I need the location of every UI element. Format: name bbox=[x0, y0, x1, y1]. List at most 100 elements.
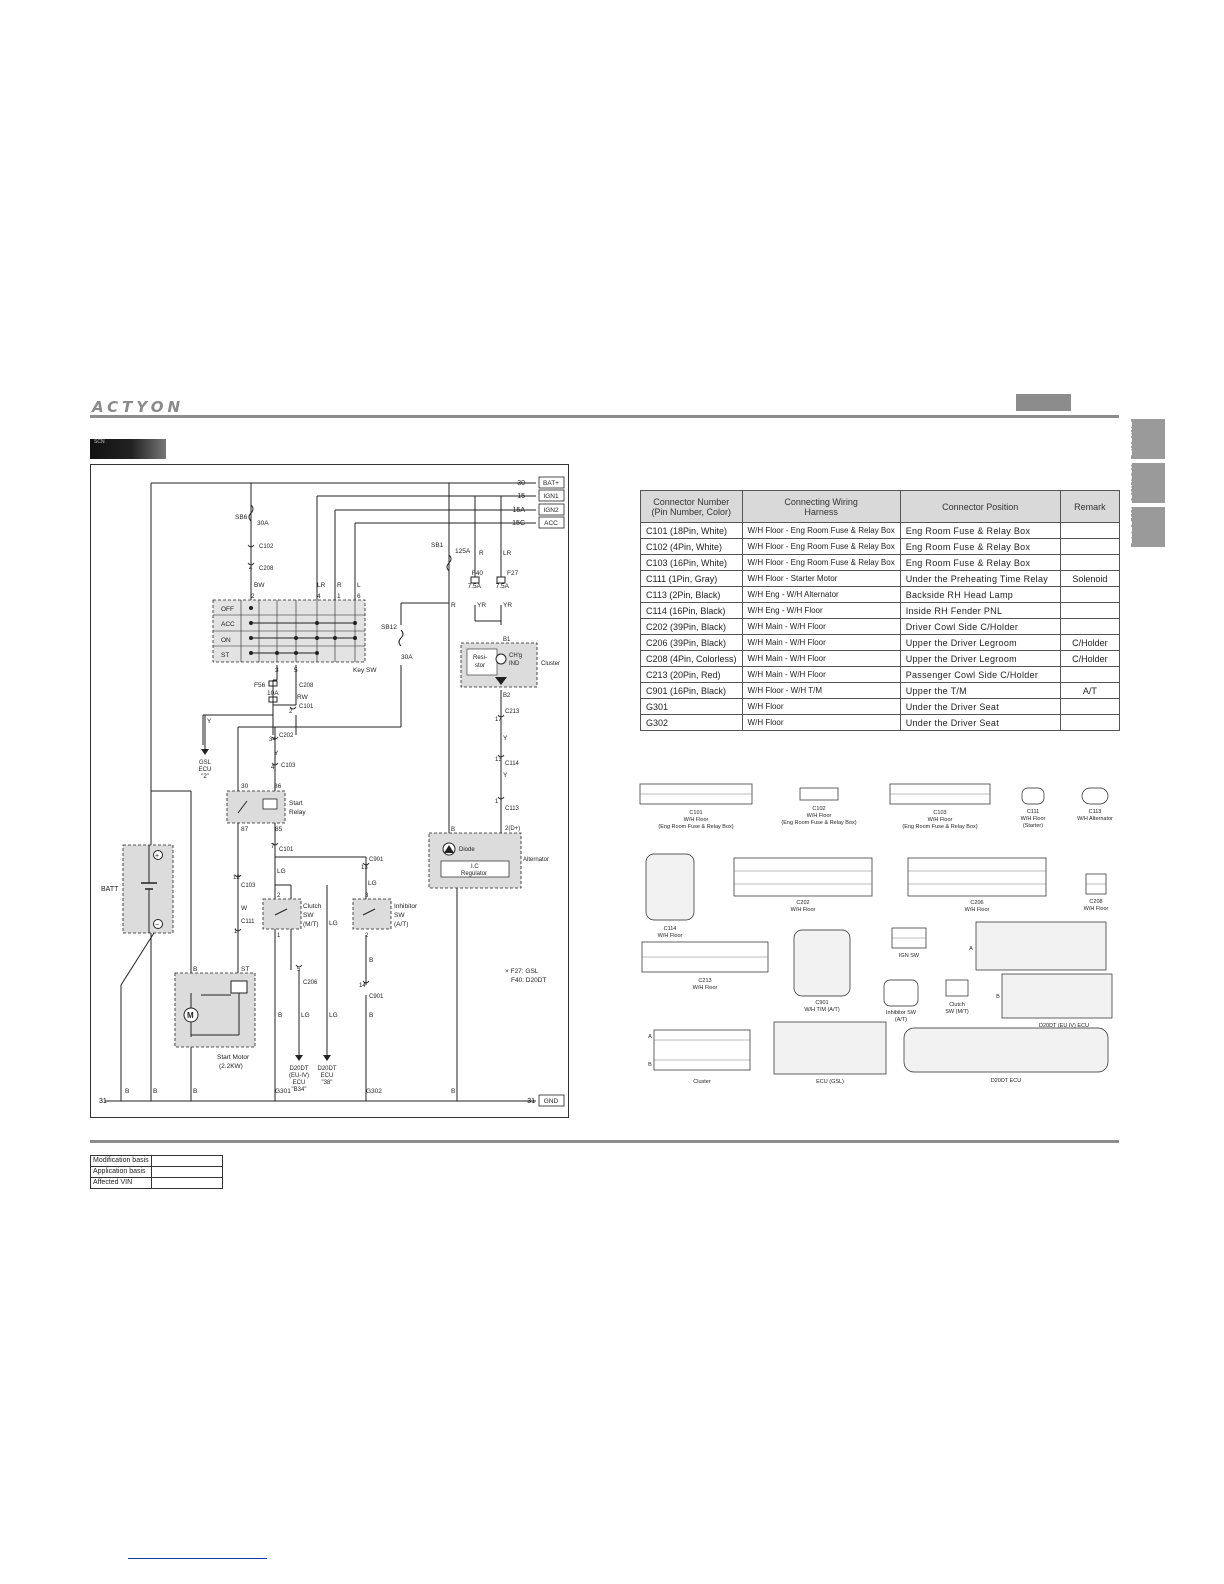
mod-label: Affected VIN bbox=[90, 1177, 152, 1189]
fuse-sb12: SB12 bbox=[381, 624, 397, 631]
start-motor-m: M bbox=[187, 1011, 194, 1020]
start-relay bbox=[226, 790, 286, 824]
pin-34: 34 bbox=[269, 737, 276, 743]
tab-electric[interactable]: ELECTRIC bbox=[1124, 499, 1165, 547]
conn-c901a: C901 bbox=[369, 857, 384, 863]
cell-position: Upper the Driver Legroom bbox=[899, 650, 1061, 667]
pin-2a: 2 bbox=[289, 709, 293, 715]
wire-yr-1: YR bbox=[477, 602, 486, 609]
tab-engine[interactable]: ENGINE bbox=[1124, 419, 1165, 459]
view-c113-2: W/H Alternator bbox=[1077, 816, 1113, 822]
view-c102-2: W/H Floor bbox=[807, 813, 832, 819]
view-c101-2: W/H Floor bbox=[684, 817, 709, 823]
mod-value bbox=[150, 1155, 223, 1167]
header-rule bbox=[90, 415, 1119, 418]
wire-y-2: Y bbox=[503, 772, 508, 779]
tab-electric-label: ELECTRIC bbox=[1124, 499, 1134, 544]
key-pin-5: 5 bbox=[294, 667, 298, 674]
pin-12: 12 bbox=[233, 875, 240, 881]
conn-c101a: C101 bbox=[299, 704, 314, 710]
cell-remark: A/T bbox=[1059, 682, 1121, 699]
cluster-wire-labels: R LR YR YR R Y Y bbox=[451, 550, 512, 779]
view-d20dt-eu4: D20DT (EU IV) ECU bbox=[1039, 1023, 1089, 1029]
table-row: C111 (1Pin, Gray)W/H Floor - Starter Mot… bbox=[640, 570, 1121, 587]
table-header-row: Connector Number(Pin Number, Color) Conn… bbox=[640, 490, 1121, 523]
view-c213-1: C213 bbox=[698, 978, 711, 984]
key-pin-3: 3 bbox=[275, 667, 279, 674]
conn-c103b: C103 bbox=[241, 883, 256, 889]
pin-1b: 1 bbox=[495, 799, 499, 805]
footer-rule bbox=[90, 1140, 1119, 1143]
wire-b-5: B bbox=[125, 1088, 129, 1095]
tab-engine-label: ENGINE bbox=[1124, 421, 1134, 456]
inhibitor-switch-box bbox=[352, 898, 392, 930]
wire-r-3: R bbox=[337, 582, 342, 589]
cell-connector: C114 (16Pin, Black) bbox=[640, 602, 743, 619]
ground-labels: G301 G302 bbox=[275, 1088, 382, 1095]
cell-harness: W/H Floor - Eng Room Fuse & Relay Box bbox=[741, 538, 901, 555]
footer-link-underline[interactable] bbox=[128, 1558, 267, 1559]
gsl-ecu-1: GSL bbox=[199, 760, 212, 766]
term-15a-num: 15A bbox=[513, 507, 526, 514]
table-row: C102 (4Pin, White)W/H Floor - Eng Room F… bbox=[640, 538, 1121, 555]
wire-rw: RW bbox=[297, 694, 309, 701]
connector-table-body: C101 (18Pin, White)W/H Floor - Eng Room … bbox=[640, 522, 1121, 731]
cell-remark bbox=[1059, 602, 1121, 619]
conn-c114: C114 bbox=[505, 761, 520, 767]
view-c103-1: C103 bbox=[933, 810, 946, 816]
view-c206-1: C206 bbox=[970, 900, 983, 906]
wire-y-1: Y bbox=[503, 735, 508, 742]
cell-harness: W/H Floor - Starter Motor bbox=[741, 570, 901, 587]
cluster-label: Cluster bbox=[541, 661, 560, 667]
connector-labels: C102 C208 C208 C101 C202 C103 C101 C103 … bbox=[241, 544, 520, 1000]
pin-1c: 1 bbox=[277, 933, 281, 939]
cell-connector: C213 (20Pin, Red) bbox=[640, 666, 743, 683]
wire-lg-2: LG bbox=[368, 880, 377, 887]
pin-3: 3 bbox=[365, 893, 369, 899]
cell-remark bbox=[1059, 666, 1121, 683]
cell-connector: G302 bbox=[640, 714, 743, 731]
connector-view-labels: C101 W/H Floor (Eng Room Fuse & Relay Bo… bbox=[648, 806, 1113, 1085]
start-relay-labels: Start Relay 30 86 87 85 bbox=[241, 783, 306, 833]
wire-bw: BW bbox=[254, 582, 265, 589]
term-acc-label: ACC bbox=[544, 520, 558, 527]
conn-c113: C113 bbox=[505, 806, 520, 812]
conn-c206: C206 bbox=[303, 980, 318, 986]
view-ecu-gsl: ECU (GSL) bbox=[816, 1079, 844, 1085]
fuse-sb1-rating: 125A bbox=[455, 548, 471, 555]
alternator-reg-1: I.C bbox=[471, 864, 479, 870]
alternator-diode: Diode bbox=[459, 847, 475, 853]
alternator-box bbox=[428, 832, 522, 889]
view-c111-1: C111 bbox=[1027, 809, 1039, 815]
cluster-labels: Cluster Resi- stor CH'g IND B1 B2 bbox=[473, 637, 560, 699]
wire-lr-2: LR bbox=[317, 582, 326, 589]
d20dt-ecu-2: ECU bbox=[321, 1073, 334, 1079]
cell-harness: W/H Floor - W/H T/M bbox=[741, 682, 901, 699]
cell-harness: W/H Main - W/H Floor bbox=[741, 618, 901, 635]
wire-b-6: B bbox=[153, 1088, 157, 1095]
mod-row: Application basis bbox=[90, 1166, 223, 1178]
fuse-sb1: SB1 bbox=[431, 542, 444, 549]
key-pos-st: ST bbox=[221, 652, 229, 659]
wire-r-2: R bbox=[451, 602, 456, 609]
table-row: C103 (16Pin, White)W/H Floor - Eng Room … bbox=[640, 554, 1121, 571]
cell-position: Eng Room Fuse & Relay Box bbox=[899, 522, 1061, 539]
tab-chassis[interactable]: CHASSIS bbox=[1124, 460, 1165, 503]
cell-position: Upper the Driver Legroom bbox=[899, 634, 1061, 651]
cluster-b2: B2 bbox=[503, 693, 511, 699]
view-c208-2: W/H Floor bbox=[1084, 906, 1109, 912]
cell-position: Under the Driver Seat bbox=[899, 698, 1061, 715]
start-motor-labels: Start Motor (2.2KW) B ST M bbox=[187, 966, 250, 1070]
fuse-f56-rating: 10A bbox=[267, 690, 279, 697]
view-c103-2: W/H Floor bbox=[928, 817, 953, 823]
cluster-b1: B1 bbox=[503, 637, 511, 643]
fuse-f40-rating: 7.5A bbox=[468, 583, 482, 590]
clutch-sw-3: (M/T) bbox=[303, 921, 319, 928]
cell-connector: C901 (16Pin, Black) bbox=[640, 682, 743, 699]
cluster-box bbox=[460, 642, 538, 688]
